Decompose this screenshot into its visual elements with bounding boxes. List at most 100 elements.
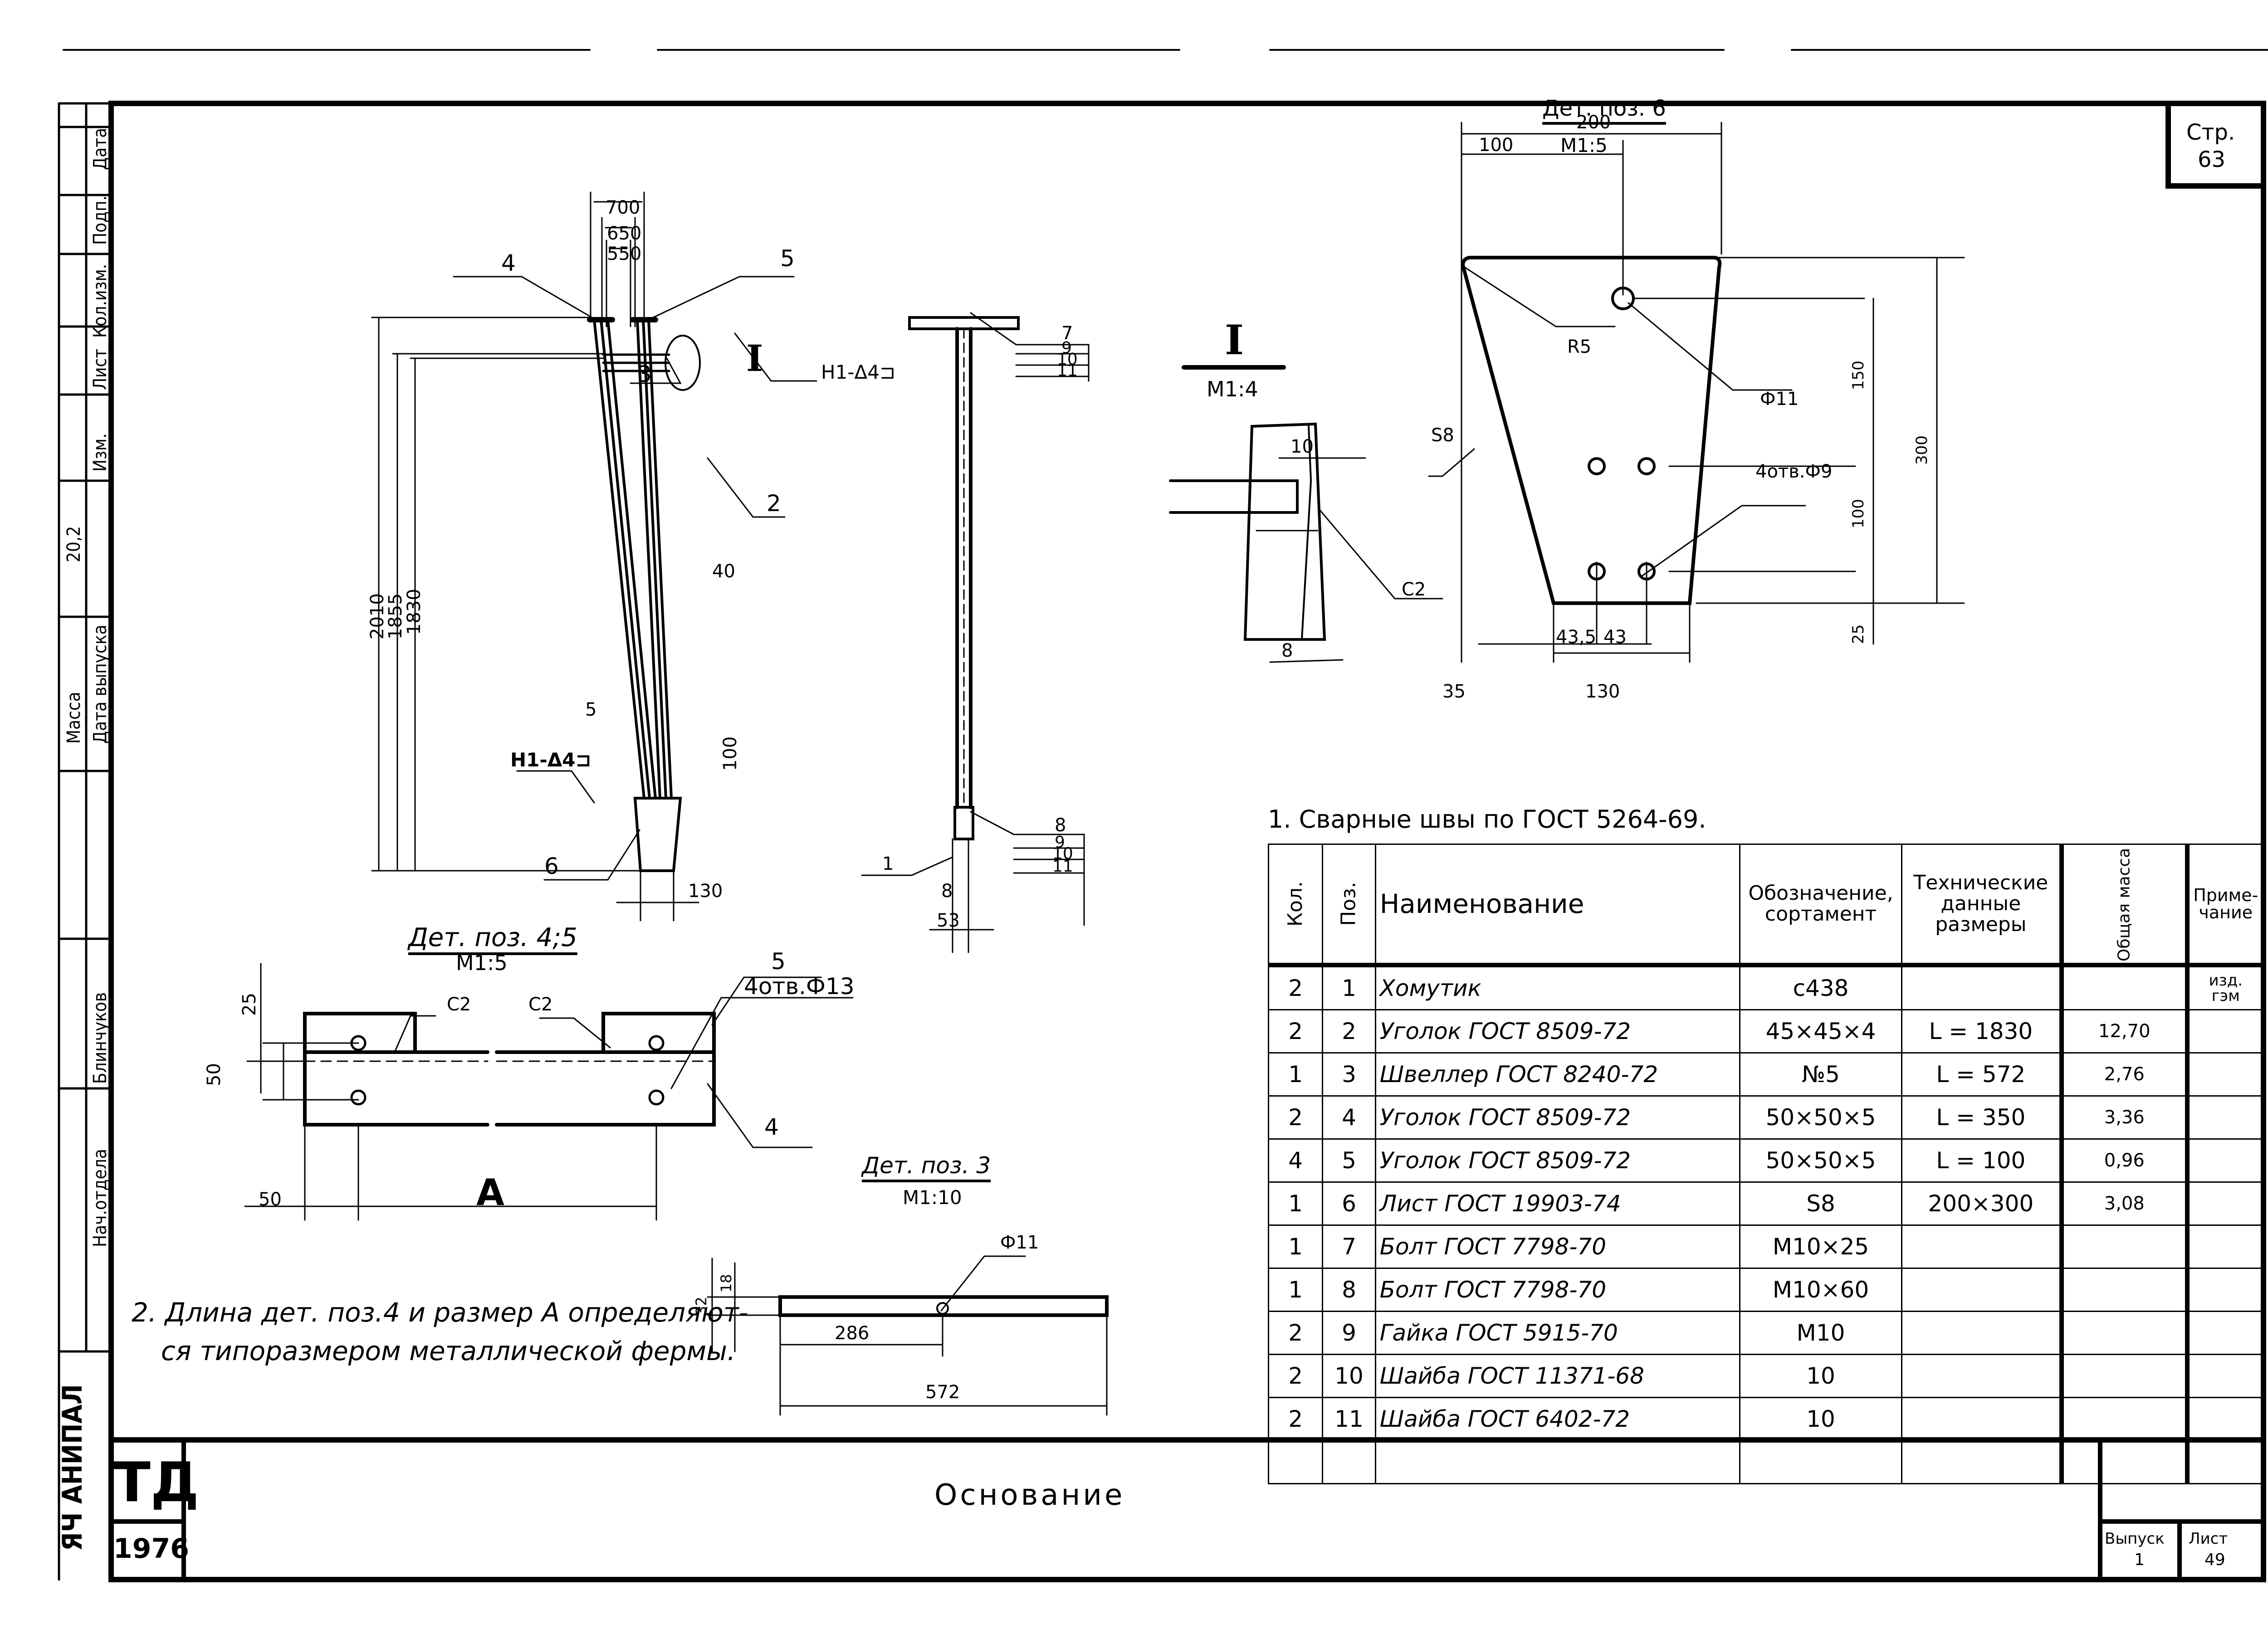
strip-name-department-head: Нач.отдела (90, 1149, 111, 1247)
cell-code: 10 (1739, 1397, 1902, 1441)
cell-qty: 1 (1267, 1224, 1324, 1269)
cell-qty: 2 (1267, 1397, 1324, 1441)
cell-mass (2059, 1397, 2188, 1441)
cell-tech (1901, 1268, 2063, 1312)
cell-tech: L = 100 (1901, 1138, 2063, 1183)
sheet-title: Основание (934, 1478, 1125, 1512)
dim-2010: 2010 (367, 593, 388, 639)
detail-6-dim-43: 43 (1603, 627, 1627, 648)
strip-name-blinchukov: Блинчуков (90, 992, 111, 1084)
strip-label-date: Дата (90, 127, 111, 170)
detail-45-dim-25: 25 (239, 993, 260, 1016)
strip-label-issue-date: Дата выпуска (90, 624, 111, 744)
cell-tech (1901, 1311, 2063, 1355)
cell-qty: 2 (1267, 964, 1324, 1010)
cell-mass (2059, 1354, 2188, 1398)
header-pos: Поз. (1322, 844, 1376, 967)
cell-name: Болт ГОСТ 7798-70 (1374, 1268, 1741, 1312)
cell-code: М10×25 (1739, 1224, 1902, 1269)
detail-I-weld: С2 (1402, 579, 1426, 600)
detail-I-dim-8: 8 (1281, 640, 1293, 661)
strip-label-signature: Подп. (90, 195, 111, 245)
issue-value: 1 (2134, 1551, 2145, 1569)
cell-mass (2059, 1440, 2188, 1484)
left-strip (58, 102, 112, 1581)
cell-tech: L = 350 (1901, 1095, 2063, 1140)
detail-marker-I: I (746, 337, 763, 380)
sheet-value: 49 (2204, 1551, 2225, 1569)
detail-6-dim-100-v: 100 (1849, 499, 1867, 528)
detail-6-dim-43-5: 43,5 (1556, 627, 1597, 648)
dim-1855: 1855 (385, 593, 406, 639)
detail-6-radius: R5 (1567, 337, 1592, 357)
cell-pos: 7 (1322, 1224, 1376, 1269)
dim-130-base: 130 (688, 881, 723, 902)
side-callout-7: 7 (1061, 323, 1073, 344)
detail-3-dim-18: 18 (718, 1274, 735, 1292)
cell-qty: 2 (1267, 1311, 1324, 1355)
cell-mass: 3,08 (2059, 1181, 2188, 1226)
side-callout-1: 1 (882, 854, 894, 874)
cell-name: Уголок ГОСТ 8509-72 (1374, 1138, 1741, 1183)
weld-mark-bottom: Н1-Δ4⊐ (510, 749, 591, 771)
cell-note (2185, 1311, 2263, 1355)
strip-label-changes-count: Кол.изм. (90, 263, 111, 338)
issue-label: Выпуск (2105, 1530, 2165, 1548)
cell-qty: 4 (1267, 1138, 1324, 1183)
detail-6-scale: М1:5 (1560, 134, 1608, 156)
detail-6-dim-130: 130 (1585, 681, 1620, 702)
detail-45-weld-left: С2 (447, 994, 471, 1015)
callout-pos-2: 2 (767, 490, 781, 517)
strip-label-sheet: Лист (90, 348, 111, 390)
cell-note (2185, 1009, 2263, 1053)
cell-tech: 200×300 (1901, 1181, 2063, 1226)
cell-note (2185, 1224, 2263, 1269)
cell-code: 50×50×5 (1739, 1138, 1902, 1183)
spec-table-row (1267, 1440, 2263, 1484)
cell-tech (1901, 1397, 2063, 1441)
callout-pos-6: 6 (544, 853, 559, 879)
detail-I-scale: М1:4 (1207, 377, 1258, 401)
cell-code: S8 (1739, 1181, 1902, 1226)
strip-mass-value: 20,2 (64, 526, 84, 562)
detail-3-title: Дет. поз. 3 (862, 1152, 991, 1179)
detail-45-weld-right: С2 (528, 994, 553, 1015)
cell-mass (2059, 1268, 2188, 1312)
detail-6-dim-100: 100 (1479, 135, 1514, 156)
detail-45-title: Дет. поз. 4;5 (408, 923, 577, 952)
side-callout-10-bottom: 10 (1052, 844, 1073, 863)
header-qty: Кол. (1267, 844, 1324, 967)
header-mass: Общая масса (2059, 844, 2188, 967)
cell-note (2185, 1052, 2263, 1097)
cell-code: М10×60 (1739, 1268, 1902, 1312)
cell-code: 50×50×5 (1739, 1095, 1902, 1140)
cell-note (2185, 1397, 2263, 1441)
detail-3-dim-572: 572 (925, 1382, 960, 1403)
cell-tech (1901, 964, 2063, 1010)
cell-code: М10 (1739, 1311, 1902, 1355)
detail-6-hole-big: Ф11 (1760, 389, 1799, 410)
cell-qty: 2 (1267, 1354, 1324, 1398)
side-callout-9-top: 9 (1061, 339, 1072, 357)
note-length-line1: 2. Длина дет. поз.4 и размер А определяю… (132, 1297, 748, 1328)
cell-pos: 5 (1322, 1138, 1376, 1183)
cell-name: Уголок ГОСТ 8509-72 (1374, 1009, 1741, 1053)
cell-tech (1901, 1224, 2063, 1269)
detail-3-scale: М1:10 (903, 1186, 962, 1209)
cell-note (2185, 1138, 2263, 1183)
detail-6-holes-small: 4отв.Ф9 (1755, 461, 1833, 482)
cell-pos: 6 (1322, 1181, 1376, 1226)
spec-header-row: Кол. Поз. Наименование Обозначение, сорт… (1267, 844, 2263, 967)
detail-I-dim-10: 10 (1290, 436, 1314, 457)
side-callout-11-bottom: 11 (1052, 857, 1073, 876)
cell-tech (1901, 1440, 2063, 1484)
page-number-box (2165, 101, 2266, 189)
weld-mark-top: Н1-Δ4⊐ (821, 361, 896, 383)
detail-45-holes: 4отв.Ф13 (744, 973, 855, 1000)
